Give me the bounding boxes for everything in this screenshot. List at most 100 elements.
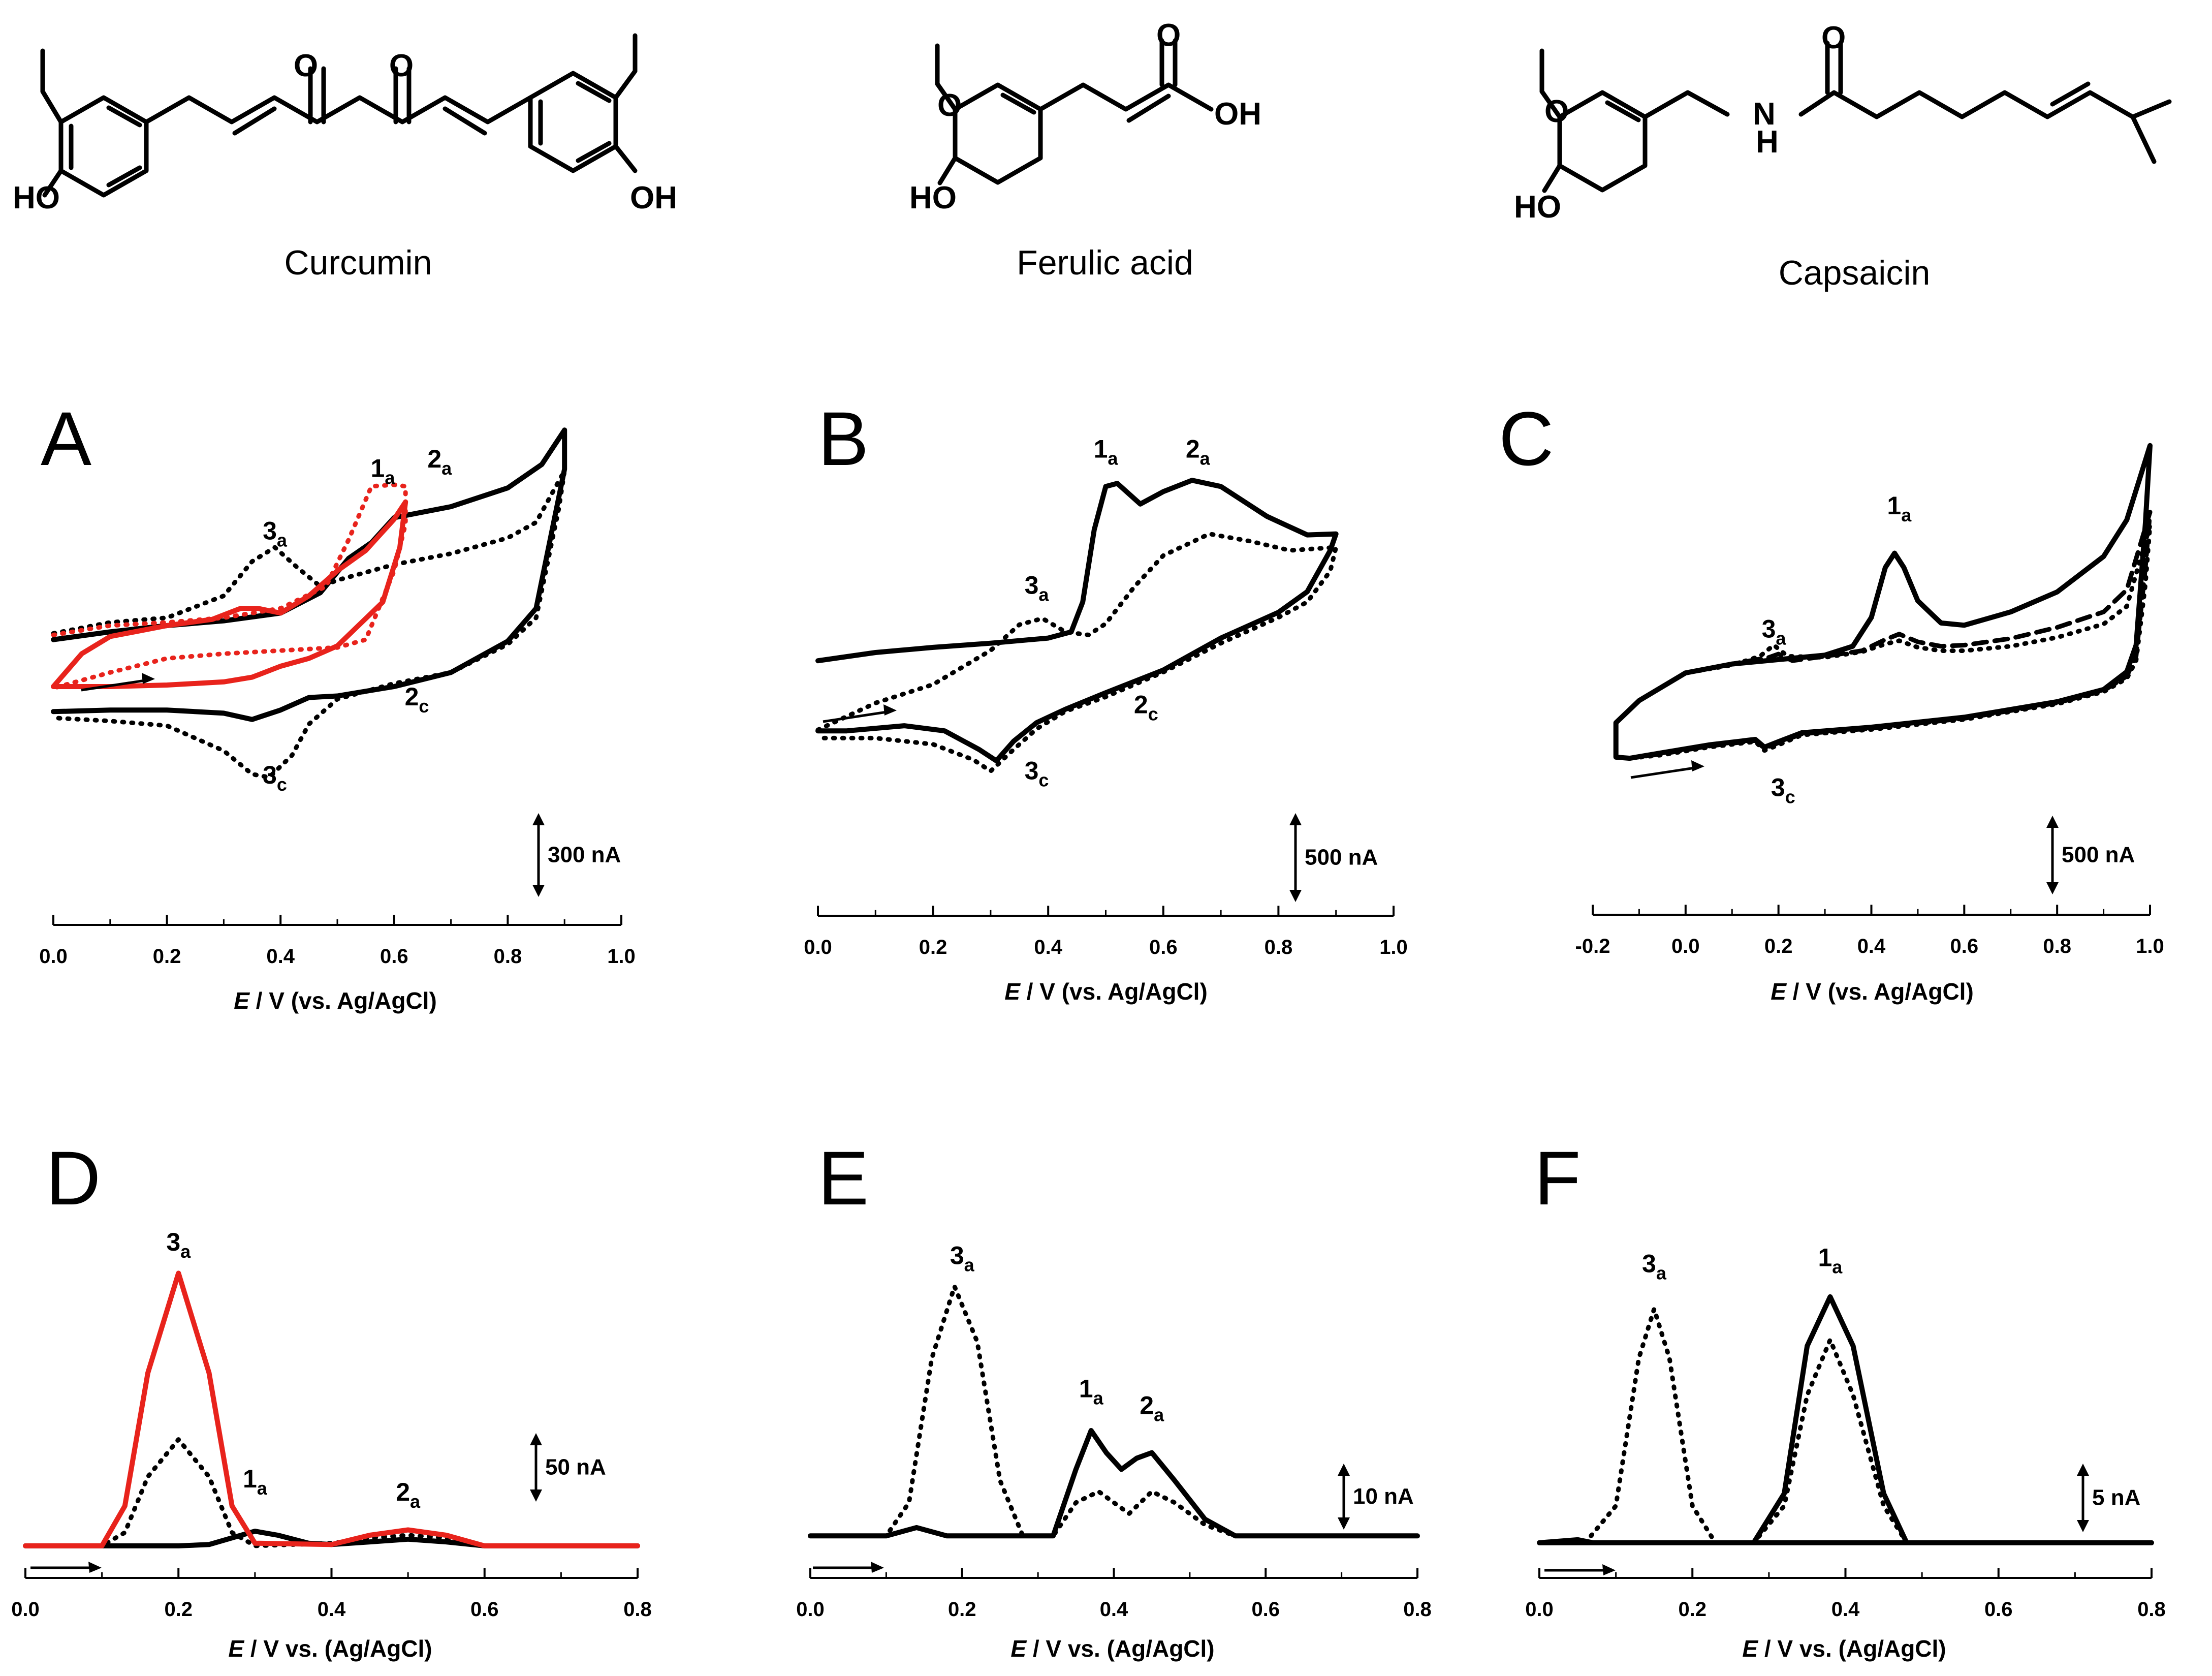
peak-label: 2c: [405, 682, 429, 717]
x-tick-label: 0.6: [380, 945, 408, 968]
peak-label: 3a: [1025, 571, 1050, 605]
scale-bar-arrowhead-up: [1289, 813, 1302, 825]
peak-label: 3a: [166, 1228, 191, 1262]
peak-label-number: 2: [396, 1478, 410, 1506]
peak-label-subscript: c: [1148, 704, 1158, 725]
x-tick-label: 0.6: [1149, 936, 1178, 958]
peak-label-number: 1: [371, 454, 385, 483]
x-tick-label: 0.4: [1857, 935, 1886, 957]
scale-bar-label: 300 nA: [548, 843, 621, 867]
peak-label-subscript: a: [385, 468, 395, 488]
scale-bar-arrowhead-up: [1338, 1464, 1350, 1476]
x-axis-label: E / V (vs. Ag/AgCl): [1004, 978, 1208, 1005]
scale-bar-label: 500 nA: [1305, 845, 1378, 870]
x-tick-label: 0.4: [1034, 936, 1062, 958]
peak-label: 3c: [1025, 757, 1049, 791]
panel-letter-d: D: [46, 1135, 101, 1221]
x-axis-label-symbol: E: [1742, 1635, 1758, 1662]
peak-label-subscript: a: [964, 1255, 975, 1276]
series-dotted-black: [1614, 523, 2153, 761]
scan-direction-arrow: [81, 679, 146, 692]
x-tick-label: 0.2: [948, 1598, 976, 1621]
atom-label: H: [1756, 125, 1779, 160]
peak-label: 1a: [371, 454, 396, 488]
x-tick-label: 0.0: [11, 1598, 40, 1621]
panel-letter-a: A: [41, 396, 91, 481]
structure-capsaicin: [1539, 41, 2172, 193]
peak-label-subscript: a: [410, 1491, 421, 1512]
atom-label: O: [1544, 94, 1569, 129]
peak-label-number: 1: [1818, 1243, 1832, 1271]
peak-label: 1a: [1079, 1375, 1104, 1409]
scale-bar-arrowhead-down: [2077, 1520, 2089, 1532]
peak-label: 3a: [1762, 614, 1787, 648]
series-dashed-black: [1614, 510, 2153, 761]
molecule-name-curcumin: Curcumin: [285, 243, 432, 282]
scale-bar-arrowhead-down: [1338, 1517, 1350, 1530]
series-solid-black: [1613, 443, 2153, 761]
x-tick-label: 0.0: [1671, 935, 1700, 957]
peak-label-subscript: c: [1785, 786, 1795, 807]
series-dotted-black: [23, 1437, 640, 1548]
peak-label-subscript: a: [441, 458, 452, 479]
x-tick-label: -0.2: [1575, 935, 1610, 957]
panel-letter-c: C: [1499, 396, 1554, 481]
atom-label: N: [1753, 97, 1776, 132]
series-dotted-black: [808, 1284, 1420, 1538]
x-tick-label: 0.2: [1678, 1598, 1707, 1621]
peak-label-number: 1: [1887, 491, 1901, 520]
series-dotted-black: [51, 468, 567, 780]
peak-label-number: 3: [1762, 614, 1776, 643]
scan-direction-arrowhead: [871, 1562, 884, 1573]
series-solid-black: [808, 1428, 1420, 1539]
x-tick-label: 0.0: [39, 945, 68, 968]
x-axis-label-symbol: E: [234, 987, 250, 1014]
x-axis-label: E / V vs. (Ag/AgCl): [228, 1635, 432, 1662]
peak-label-number: 2: [1186, 434, 1200, 463]
panel-letter-e: E: [818, 1135, 869, 1221]
series-dotted-black: [815, 532, 1339, 773]
x-axis-label-symbol: E: [1771, 978, 1787, 1005]
scan-direction-arrow: [823, 710, 888, 723]
atom-label: HO: [909, 180, 957, 215]
peak-label: 2a: [1140, 1391, 1164, 1425]
x-tick-label: 0.4: [1831, 1598, 1860, 1621]
peak-label-number: 2: [1140, 1391, 1154, 1419]
series-solid-black: [51, 427, 567, 722]
peak-label: 2a: [427, 445, 452, 479]
x-axis-label-text: / V (vs. Ag/AgCl): [249, 987, 437, 1014]
peak-label-number: 2: [405, 682, 419, 711]
atom-label: O: [389, 48, 414, 83]
peak-label: 1a: [1887, 491, 1912, 525]
x-tick-label: 0.6: [1984, 1598, 2013, 1621]
peak-label-number: 3: [263, 761, 277, 789]
peak-label-subscript: c: [277, 774, 287, 795]
x-tick-label: 0.6: [1251, 1598, 1280, 1621]
peak-label: 3a: [950, 1242, 975, 1276]
x-axis-label-symbol: E: [1004, 978, 1021, 1005]
peak-label-subscript: a: [1200, 448, 1211, 469]
x-tick-label: 0.2: [164, 1598, 193, 1621]
scan-direction-arrowhead: [883, 704, 897, 716]
scale-bar-label: 10 nA: [1353, 1484, 1414, 1509]
atom-label: HO: [1514, 190, 1561, 225]
peak-label: 2a: [396, 1478, 421, 1512]
x-tick-label: 0.6: [1950, 935, 1979, 957]
peak-label: 3a: [1642, 1249, 1667, 1283]
scale-bar-label: 50 nA: [545, 1455, 606, 1480]
scan-direction-arrow: [1630, 766, 1696, 779]
x-axis-label-symbol: E: [228, 1635, 244, 1662]
peak-label-subscript: a: [1776, 628, 1786, 648]
scale-bar-label: 500 nA: [2062, 843, 2135, 867]
peak-label: 1a: [1094, 434, 1119, 469]
x-tick-label: 1.0: [607, 945, 636, 968]
panel-letter-b: B: [818, 396, 869, 481]
x-axis-label-symbol: E: [1010, 1635, 1027, 1662]
peak-label-number: 1: [1079, 1375, 1093, 1403]
x-tick-label: 0.8: [2043, 935, 2071, 957]
series-solid-black: [815, 478, 1339, 764]
x-axis-label: E / V vs. (Ag/AgCl): [1742, 1635, 1946, 1662]
